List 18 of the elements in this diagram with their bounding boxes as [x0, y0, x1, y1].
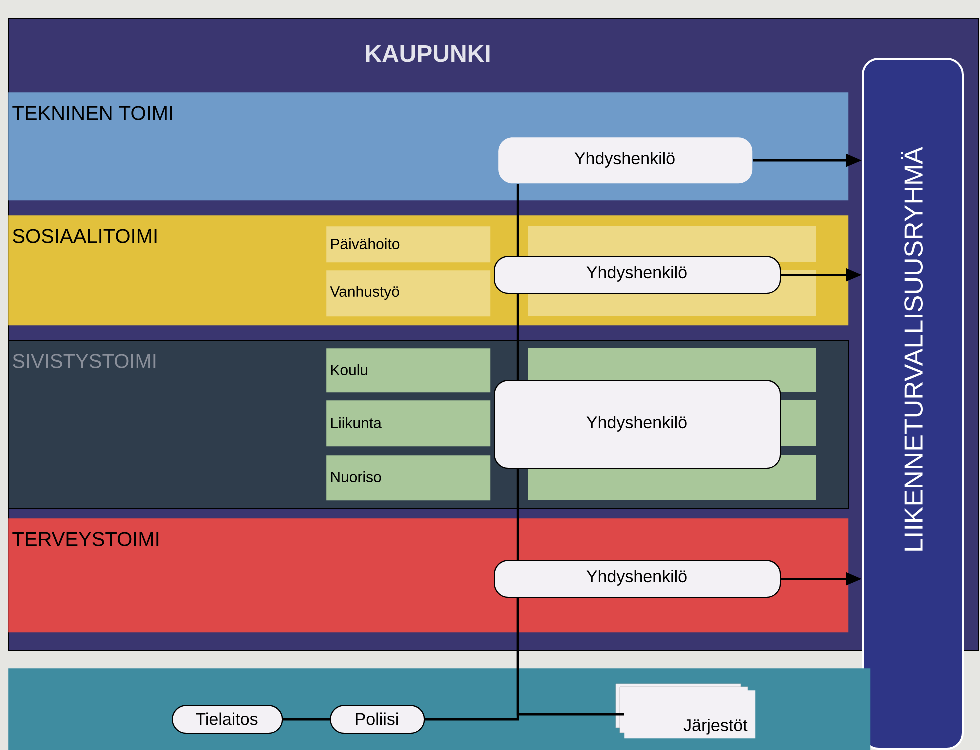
connector-line — [516, 598, 624, 716]
connector-line — [516, 294, 520, 380]
contact-box: Yhdyshenkilö — [498, 138, 753, 184]
contact-box: Yhdyshenkilö — [494, 256, 782, 294]
unit-box: Koulu — [326, 348, 491, 393]
unit-box: Nuoriso — [326, 456, 491, 501]
contact-box: Yhdyshenkilö — [494, 560, 782, 598]
paper-stack: Järjestöt — [616, 684, 756, 739]
unit-box: Liikunta — [326, 400, 491, 447]
unit-box: Vanhustyö — [326, 270, 491, 317]
contact-box: Yhdyshenkilö — [494, 380, 782, 470]
partner-box: Poliisi — [330, 705, 426, 734]
group-box: LIIKENNETURVALLISUUSRYHMÄ — [862, 58, 964, 750]
connector-line — [283, 718, 330, 721]
connector-line — [516, 469, 520, 560]
partner-box: Tielaitos — [172, 705, 284, 734]
unit-box: Päivähoito — [326, 226, 491, 263]
connector-line — [516, 184, 520, 256]
